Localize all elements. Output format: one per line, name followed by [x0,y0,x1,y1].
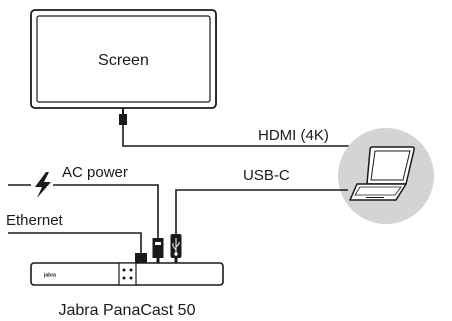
hdmi-cable: HDMI (4K) [119,108,350,147]
hdmi-label: HDMI (4K) [258,127,329,144]
usb-c-label: USB-C [243,167,290,184]
screen-panel [36,15,211,103]
lightning-bolt-icon [31,172,53,198]
usb-trident-icon [172,238,180,256]
device-logo: jabra [43,273,56,279]
laptop-icon [349,146,415,201]
ethernet-cable: Ethernet [6,212,147,266]
jabra-device: jabra Jabra PanaCast 50 [30,262,224,319]
device-camera-module [118,262,137,286]
screen: Screen [30,9,217,109]
ac-power-connector [152,238,164,258]
screen-label: Screen [98,52,149,69]
usb-c-cable: USB-C [170,167,348,263]
ac-power-label: AC power [62,164,128,181]
laptop [338,128,434,224]
device-label: Jabra PanaCast 50 [59,302,196,319]
ethernet-label: Ethernet [6,212,64,229]
hdmi-connector [119,114,127,125]
ac-power-cable: AC power [8,164,164,263]
